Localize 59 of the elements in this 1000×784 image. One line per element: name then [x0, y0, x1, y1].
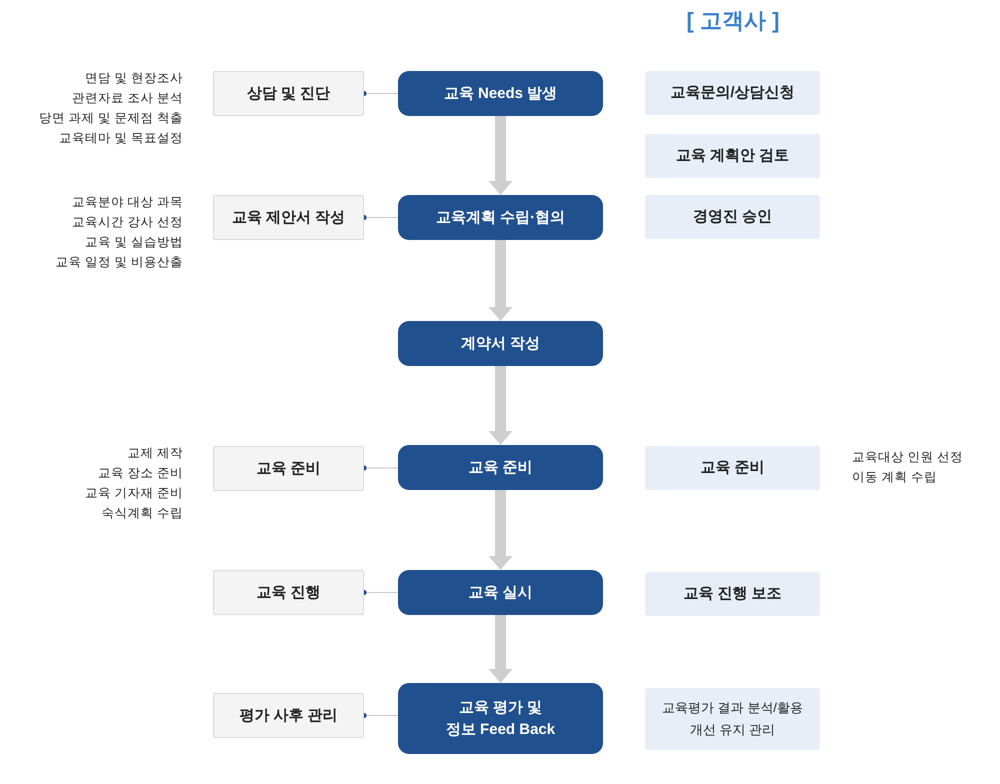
process-box: [398, 71, 603, 116]
down-arrow: [488, 490, 512, 570]
note-text: 이동 계획 수립: [852, 469, 938, 486]
note-text: 교육 일정 및 비용산출: [56, 254, 183, 271]
task-box: [645, 446, 820, 490]
box-label: 교육 평가 및 정보 Feed Back: [444, 698, 556, 740]
task-box: [213, 693, 364, 738]
task-box: [213, 446, 364, 491]
task-box: [213, 570, 364, 615]
down-arrow: [488, 116, 512, 195]
note-text: 교육테마 및 목표설정: [58, 130, 183, 147]
down-arrow: [488, 615, 512, 683]
connector-line: [361, 590, 398, 596]
process-box: [398, 570, 603, 615]
note-text: 교육 및 실습방법: [84, 234, 183, 251]
box-label: 계약서 작성: [460, 334, 540, 354]
box-label: 경영진 승인: [692, 207, 772, 227]
task-box: [645, 688, 820, 750]
connector-line: [361, 712, 398, 718]
task-box: [645, 134, 820, 178]
box-label: 교육 진행: [256, 582, 321, 602]
box-label: 교육 실시: [468, 582, 533, 602]
box-label: 교육 준비: [256, 458, 321, 478]
process-box: [398, 445, 603, 490]
box-label: 상담 및 진단: [246, 84, 330, 104]
process-box: [398, 683, 603, 754]
connector-line: [361, 465, 398, 471]
note-text: 교제 제작: [126, 445, 183, 462]
box-label: 교육평가 결과 분석/활용 개선 유지 관리: [661, 699, 804, 739]
process-box: [398, 321, 603, 366]
task-box: [213, 71, 364, 116]
task-box: [213, 195, 364, 240]
box-label: 교육계획 수립·협의: [436, 208, 566, 228]
note-text: 숙식계획 수립: [100, 505, 183, 522]
task-box: [645, 195, 820, 239]
column-heading: [ 고객사 ]: [686, 7, 780, 35]
note-text: 교육 장소 준비: [97, 465, 183, 482]
note-text: 교육시간 강사 선정: [71, 214, 183, 231]
down-arrow: [488, 366, 512, 445]
box-label: 평가 사후 관리: [239, 706, 338, 726]
connector-line: [361, 214, 398, 220]
note-text: 관련자료 조사 분석: [71, 90, 183, 107]
task-box: [645, 71, 820, 115]
box-label: 교육문의/상담신청: [670, 83, 795, 103]
connector-line: [361, 90, 398, 96]
box-label: 교육 진행 보조: [683, 584, 782, 604]
note-text: 교육대상 인원 선정: [852, 449, 963, 466]
box-label: 교육 준비: [468, 458, 533, 478]
process-box: [398, 195, 603, 240]
note-text: 교육 기자재 준비: [85, 485, 183, 502]
down-arrow: [488, 240, 512, 321]
note-text: 면담 및 현장조사: [84, 70, 183, 87]
box-label: 교육 준비: [700, 458, 765, 478]
note-text: 교육분야 대상 과목: [71, 194, 183, 211]
box-label: 교육 제안서 작성: [232, 208, 346, 228]
box-label: 교육 Needs 발생: [444, 84, 558, 104]
note-text: 당면 과제 및 문제점 척출: [39, 110, 183, 127]
task-box: [645, 572, 820, 616]
box-label: 교육 계획안 검토: [676, 146, 790, 166]
